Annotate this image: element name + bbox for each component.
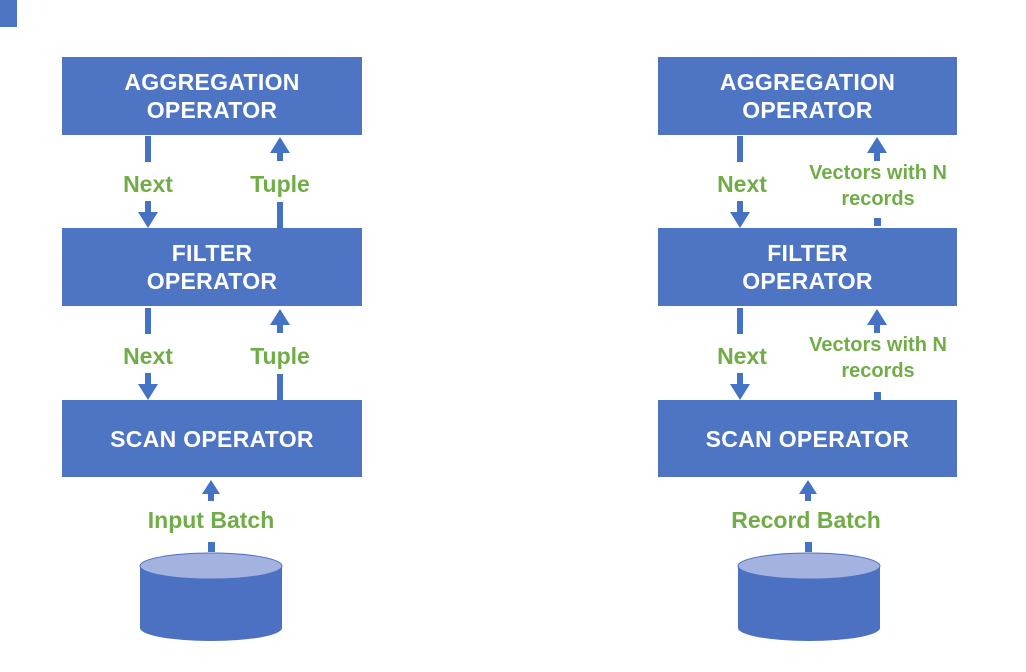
- source-arrow-stub: [805, 542, 812, 552]
- tuple-label: Tuple: [250, 171, 310, 197]
- database-cylinder-icon: [139, 552, 283, 641]
- operator-label: OPERATOR: [742, 268, 873, 294]
- tuple-return-arrow-stub: [277, 374, 283, 400]
- operator-label: OPERATOR: [742, 97, 873, 123]
- next-label: Next: [717, 343, 767, 369]
- aggregation-operator-box: AGGREGATION OPERATOR: [62, 57, 362, 135]
- down-arrowhead-icon: [138, 201, 158, 228]
- next-label: Next: [717, 171, 767, 197]
- up-arrowhead-icon: [270, 309, 290, 333]
- next-call-arrow-stub: [737, 136, 743, 162]
- tuple-label: Tuple: [250, 343, 310, 369]
- up-arrowhead-icon: [867, 137, 887, 161]
- record-batch-label: Record Batch: [731, 507, 881, 533]
- next-call-arrow-stub: [145, 136, 151, 162]
- up-arrowhead-icon: [867, 309, 887, 333]
- source-arrow-stub: [208, 542, 215, 552]
- filter-operator-box: FILTER OPERATOR: [658, 228, 957, 306]
- operator-label: OPERATOR: [146, 268, 278, 294]
- scan-operator-box: SCAN OPERATOR: [658, 400, 957, 477]
- operator-label: FILTER: [767, 240, 848, 266]
- up-arrowhead-icon: [202, 480, 220, 501]
- next-call-arrow-stub: [145, 308, 151, 334]
- down-arrowhead-icon: [730, 201, 750, 228]
- scan-operator-box: SCAN OPERATOR: [62, 400, 362, 477]
- vectors-label: Vectors with N records: [809, 334, 947, 382]
- filter-operator-box: FILTER OPERATOR: [62, 228, 362, 306]
- operator-label: OPERATOR: [146, 97, 278, 123]
- up-arrowhead-icon: [270, 137, 290, 161]
- next-label: Next: [123, 171, 173, 197]
- next-call-arrow-stub: [737, 308, 743, 334]
- tuple-return-arrow-stub: [277, 202, 283, 228]
- vectors-label: Vectors with N records: [809, 162, 947, 210]
- up-arrowhead-icon: [799, 480, 817, 501]
- operator-label: AGGREGATION: [124, 69, 300, 95]
- aggregation-operator-box: AGGREGATION OPERATOR: [658, 57, 957, 135]
- operator-label: SCAN OPERATOR: [110, 425, 314, 452]
- slide-edge-shape-artifact: [0, 0, 17, 27]
- operator-label: FILTER: [171, 240, 253, 266]
- operator-label: SCAN OPERATOR: [705, 425, 910, 452]
- input-batch-label: Input Batch: [147, 507, 275, 533]
- down-arrowhead-icon: [730, 373, 750, 400]
- next-label: Next: [123, 343, 173, 369]
- vectors-return-arrow-stub: [874, 218, 881, 226]
- down-arrowhead-icon: [138, 373, 158, 400]
- vectors-return-arrow-stub: [874, 392, 881, 400]
- database-cylinder-icon: [737, 552, 881, 641]
- operator-label: AGGREGATION: [719, 69, 896, 95]
